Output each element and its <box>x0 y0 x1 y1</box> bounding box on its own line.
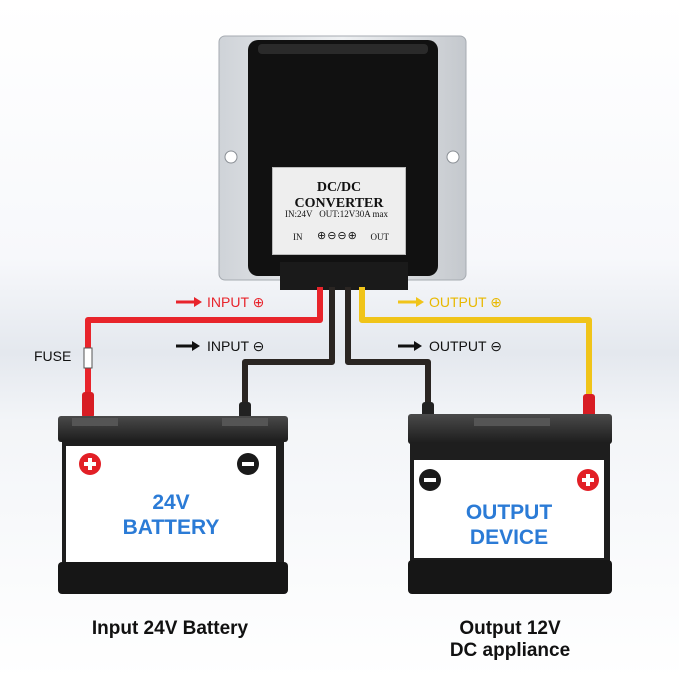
fuse-label: FUSE <box>34 348 72 364</box>
converter-title: DC/DC CONVERTER <box>294 180 384 211</box>
converter-nameplate: DC/DC CONVERTER IN:24V OUT:12V30A max IN… <box>272 167 406 255</box>
input-negative-label: INPUT ⊖ <box>207 338 265 354</box>
battery-caption: Input 24V Battery <box>91 618 249 639</box>
arrow-icon <box>176 297 424 351</box>
output-positive-label: OUTPUT ⊕ <box>429 294 502 310</box>
device-label: OUTPUT DEVICE <box>465 501 553 549</box>
output-device <box>408 414 612 594</box>
battery-label: 24V BATTERY <box>122 491 220 539</box>
terminal-symbols: ⊕⊖⊖⊕ <box>317 230 358 242</box>
in-label: IN <box>293 232 303 242</box>
battery-24v <box>58 416 288 594</box>
out-label: OUT <box>370 232 390 242</box>
converter-spec: IN:24V OUT:12V30A max <box>285 209 389 219</box>
device-caption: Output 12V DC appliance <box>449 618 571 661</box>
fuse-icon <box>83 347 93 369</box>
output-negative-label: OUTPUT ⊖ <box>429 338 502 354</box>
input-positive-label: INPUT ⊕ <box>207 294 265 310</box>
